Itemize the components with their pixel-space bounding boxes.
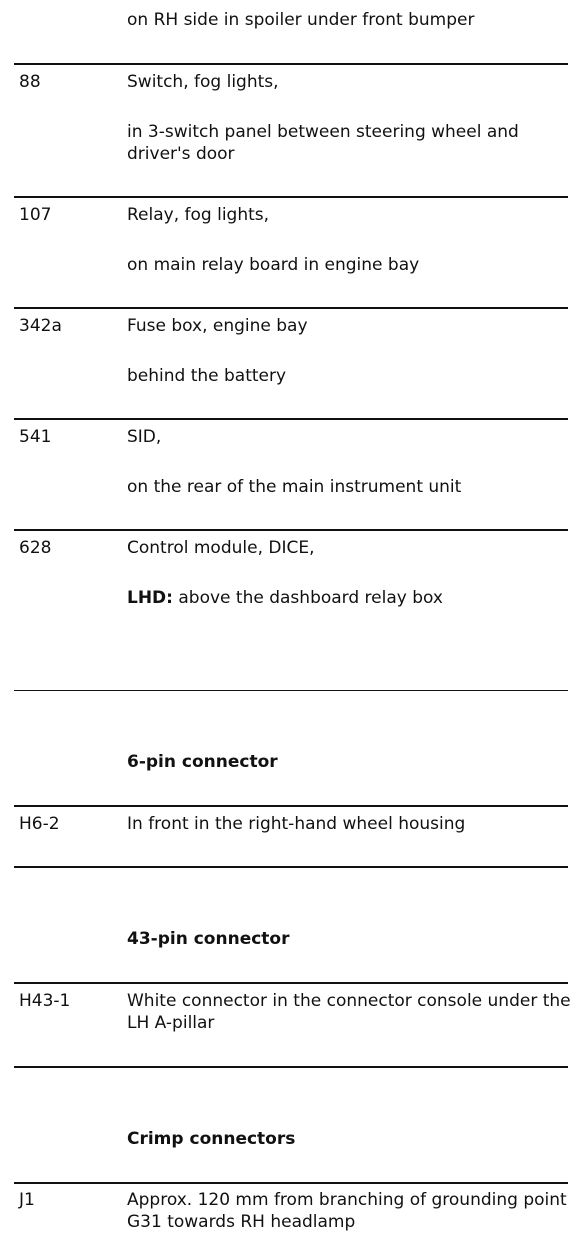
row-continuation-text: on RH side in spoiler under front bumper	[127, 10, 475, 30]
connector-code: H43-1	[19, 991, 71, 1011]
row-divider	[14, 307, 568, 309]
row-divider	[14, 1182, 568, 1184]
component-location: in 3-switch panel between steering wheel…	[127, 122, 519, 164]
row-divider	[14, 805, 568, 807]
component-code: 628	[19, 538, 52, 558]
component-name: Relay, fog lights,	[127, 205, 270, 225]
section-heading: Crimp connectors	[127, 1129, 296, 1149]
component-location: behind the battery	[127, 366, 287, 386]
connector-location: In front in the right-hand wheel housing	[127, 814, 466, 834]
row-divider	[14, 63, 568, 65]
section-heading: 6-pin connector	[127, 752, 278, 772]
component-location: LHD: above the dashboard relay box	[127, 587, 443, 609]
connector-location: Approx. 120 mm from branching of groundi…	[127, 1190, 567, 1232]
row-divider	[14, 529, 568, 531]
component-code: 541	[19, 427, 52, 447]
connector-code: J1	[19, 1190, 35, 1210]
connector-location: White connector in the connector console…	[127, 991, 571, 1033]
component-name: Control module, DICE,	[127, 538, 315, 558]
section-divider	[14, 866, 568, 868]
component-name: SID,	[127, 427, 162, 447]
section-divider	[14, 1066, 568, 1068]
row-divider	[14, 418, 568, 420]
row-divider	[14, 982, 568, 984]
location-text: above the dashboard relay box	[172, 588, 443, 608]
component-code: 88	[19, 72, 41, 92]
component-location: on the rear of the main instrument unit	[127, 477, 462, 497]
section-heading: 43-pin connector	[127, 929, 290, 949]
component-name: Fuse box, engine bay	[127, 316, 308, 336]
section-divider	[14, 690, 568, 691]
row-divider	[14, 196, 568, 198]
connector-code: H6-2	[19, 814, 60, 834]
location-label-lhd: LHD:	[127, 588, 173, 608]
component-name: Switch, fog lights,	[127, 72, 279, 92]
component-code: 107	[19, 205, 52, 225]
component-location: on main relay board in engine bay	[127, 255, 420, 275]
component-code: 342a	[19, 316, 62, 336]
